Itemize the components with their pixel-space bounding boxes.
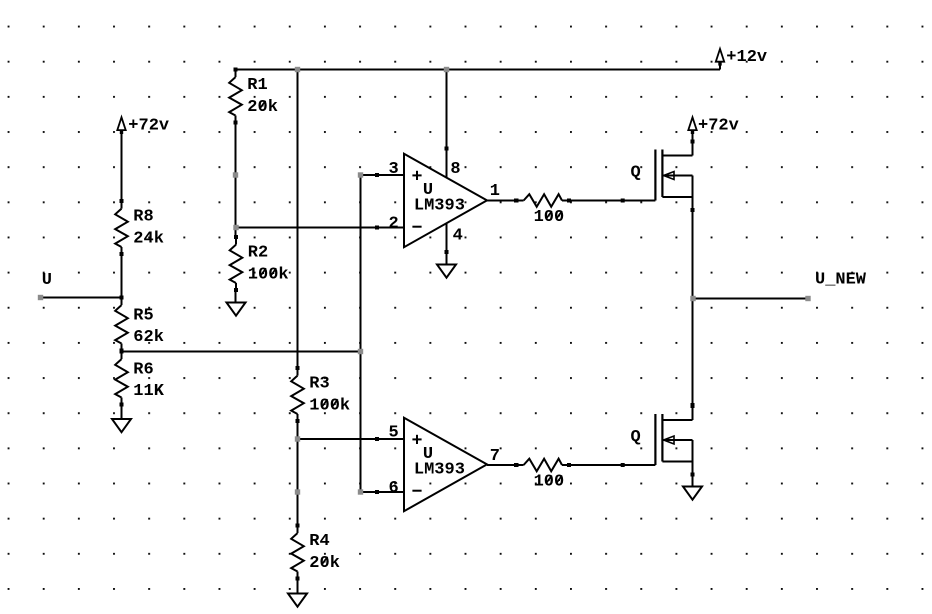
svg-text:R8: R8 xyxy=(133,208,153,227)
svg-text:U_NEW: U_NEW xyxy=(815,271,867,290)
svg-text:U: U xyxy=(42,271,52,290)
svg-text:8: 8 xyxy=(450,160,460,179)
svg-text:5: 5 xyxy=(389,424,399,443)
svg-text:62k: 62k xyxy=(133,328,164,347)
svg-text:4: 4 xyxy=(453,226,463,245)
svg-text:20k: 20k xyxy=(247,98,278,117)
svg-text:100k: 100k xyxy=(309,396,350,415)
svg-text:Q: Q xyxy=(631,428,641,447)
svg-text:100: 100 xyxy=(534,208,565,227)
svg-text:+12v: +12v xyxy=(726,48,767,67)
svg-text:24k: 24k xyxy=(133,229,164,248)
svg-text:20k: 20k xyxy=(309,554,340,573)
svg-text:LM393: LM393 xyxy=(414,197,465,216)
svg-text:2: 2 xyxy=(389,214,399,233)
svg-text:100: 100 xyxy=(534,473,565,492)
svg-text:6: 6 xyxy=(389,479,399,498)
svg-text:R2: R2 xyxy=(248,244,268,263)
svg-text:R4: R4 xyxy=(309,532,329,551)
svg-text:11K: 11K xyxy=(133,382,164,401)
svg-text:R6: R6 xyxy=(133,361,153,380)
svg-text:Q: Q xyxy=(631,164,641,183)
svg-text:U: U xyxy=(423,445,433,464)
svg-text:R3: R3 xyxy=(309,375,329,394)
svg-text:100k: 100k xyxy=(248,265,289,284)
svg-text:1: 1 xyxy=(490,182,500,201)
svg-text:+72v: +72v xyxy=(698,117,739,136)
svg-text:R1: R1 xyxy=(247,76,267,95)
svg-text:7: 7 xyxy=(490,447,500,466)
svg-text:R5: R5 xyxy=(133,307,153,326)
svg-text:+72v: +72v xyxy=(128,117,169,136)
svg-text:LM393: LM393 xyxy=(414,461,465,480)
svg-text:U: U xyxy=(423,181,433,200)
svg-text:3: 3 xyxy=(389,160,399,179)
